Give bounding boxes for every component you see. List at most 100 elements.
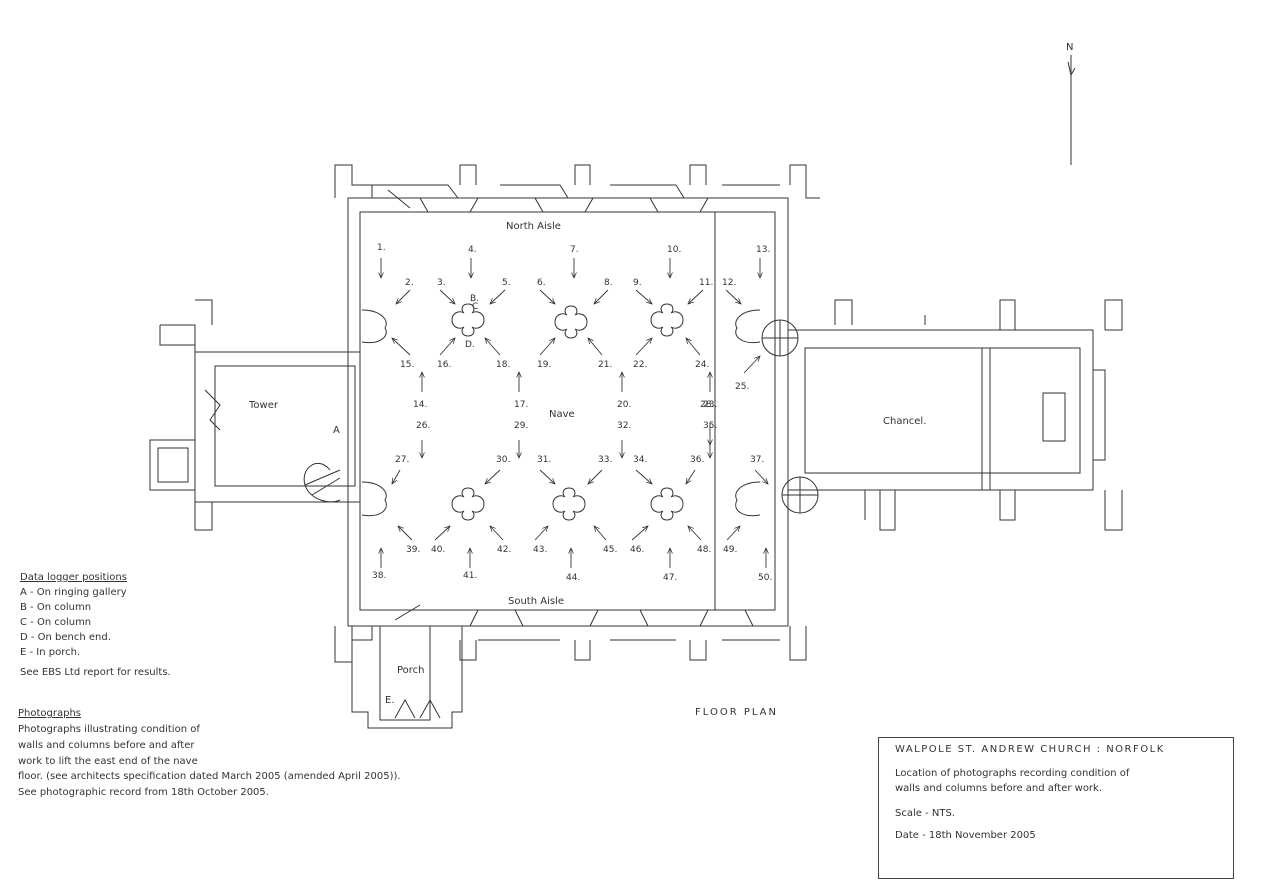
photographs-line: Photographs illustrating condition of [18, 724, 200, 735]
title-block-scale: Scale - NTS. [895, 808, 955, 819]
logger-c-label: C [472, 302, 478, 312]
photo-number: 27. [395, 455, 409, 465]
photo-number: 38. [372, 571, 386, 581]
photo-direction-arrow [539, 338, 555, 356]
photo-number: 23. [703, 400, 717, 410]
photo-number: 16. [437, 360, 451, 370]
photo-number: 29. [514, 421, 528, 431]
title-block-desc: Location of photographs recording condit… [895, 768, 1130, 779]
photo-number: 43. [533, 545, 547, 555]
floor-plan-label: FLOOR PLAN [695, 707, 778, 718]
nave-label: Nave [549, 409, 575, 420]
photo-number: 25. [735, 382, 749, 392]
photo-direction-arrow [686, 338, 701, 356]
data-logger-item: B - On column [20, 602, 92, 613]
photo-direction-arrow [688, 289, 704, 304]
photo-direction-arrow [398, 526, 413, 541]
photo-direction-arrow [725, 289, 741, 304]
photo-number: 22. [633, 360, 647, 370]
title-block-date: Date - 18th November 2005 [895, 830, 1036, 841]
photo-direction-arrow [396, 289, 411, 304]
photographs-line: See photographic record from 18th Octobe… [18, 787, 269, 798]
photo-number: 30. [496, 455, 510, 465]
photo-direction-arrow [635, 289, 652, 304]
photo-number: 4. [468, 245, 477, 255]
photo-number: 10. [667, 245, 681, 255]
data-logger-item: C - On column [20, 617, 92, 628]
photo-number: 8. [604, 278, 613, 288]
photo-number: 32. [617, 421, 631, 431]
tower-logger-label: A [333, 425, 340, 436]
logger-b-label: B. [470, 294, 479, 304]
photo-direction-arrow [635, 338, 652, 356]
photo-direction-arrow [754, 469, 768, 484]
photo-number: 42. [497, 545, 511, 555]
title-block-title: WALPOLE ST. ANDREW CHURCH : NORFOLK [895, 744, 1165, 755]
photo-number: 11. [699, 278, 713, 288]
photo-direction-arrow [490, 289, 506, 304]
photo-number: 46. [630, 545, 644, 555]
photo-direction-arrow [534, 526, 548, 541]
photo-number: 2. [405, 278, 414, 288]
photo-number: 41. [463, 571, 477, 581]
photo-number: 39. [406, 545, 420, 555]
logger-d-label: D. [465, 340, 475, 350]
south-aisle-label: South Aisle [508, 596, 564, 607]
photo-direction-arrow [490, 526, 504, 541]
photo-number: 40. [431, 545, 445, 555]
photographs-title: Photographs [18, 708, 82, 719]
photo-direction-arrow [539, 289, 555, 304]
photo-number: 50. [758, 573, 772, 583]
photo-direction-arrow [594, 289, 609, 304]
photo-number: 12. [722, 278, 736, 288]
photo-number: 34. [633, 455, 647, 465]
photo-number: 3. [437, 278, 446, 288]
photo-number: 26. [416, 421, 430, 431]
photo-direction-arrow [588, 469, 603, 484]
photo-direction-arrow [594, 526, 607, 541]
photo-number: 1. [377, 243, 386, 253]
photo-number: 15. [400, 360, 414, 370]
photo-number: 19. [537, 360, 551, 370]
data-logger-item: E - In porch. [20, 647, 81, 658]
photo-direction-arrow [485, 469, 501, 484]
title-block-desc: walls and columns before and after work. [895, 783, 1103, 794]
photo-number: 47. [663, 573, 677, 583]
photo-number: 33. [598, 455, 612, 465]
photo-direction-arrow [588, 338, 603, 356]
photographs-line: floor. (see architects specification dat… [18, 771, 401, 782]
photo-direction-arrow [631, 526, 648, 541]
porch-logger-label: E. [385, 695, 395, 706]
photo-number: 6. [537, 278, 546, 288]
data-logger-note: See EBS Ltd report for results. [20, 667, 171, 678]
photo-direction-arrow [743, 356, 760, 374]
tower-label: Tower [248, 400, 279, 411]
photo-number: 7. [570, 245, 579, 255]
photo-number: 21. [598, 360, 612, 370]
north-aisle-label: North Aisle [506, 221, 561, 232]
photo-direction-arrow [439, 338, 455, 356]
photo-direction-arrow [688, 526, 702, 541]
photo-number: 44. [566, 573, 580, 583]
photo-direction-arrow [439, 289, 455, 304]
photo-number: 18. [496, 360, 510, 370]
photo-number: 36. [690, 455, 704, 465]
photo-number: 35. [703, 421, 717, 431]
photo-number: 14. [413, 400, 427, 410]
photographs-line: walls and columns before and after [18, 740, 195, 751]
photo-direction-arrow [686, 469, 696, 484]
photo-number: 45. [603, 545, 617, 555]
photo-number: 5. [502, 278, 511, 288]
chancel-label: Chancel. [883, 416, 926, 427]
photo-number: 31. [537, 455, 551, 465]
photo-number: 48. [697, 545, 711, 555]
photo-direction-arrow [392, 469, 401, 484]
photo-direction-arrow [635, 469, 652, 484]
photo-number: 28. [700, 400, 714, 410]
photo-number: 13. [756, 245, 770, 255]
photo-direction-arrow [485, 338, 501, 356]
photo-direction-arrow [392, 338, 411, 356]
photo-number: 17. [514, 400, 528, 410]
photo-number: 37. [750, 455, 764, 465]
